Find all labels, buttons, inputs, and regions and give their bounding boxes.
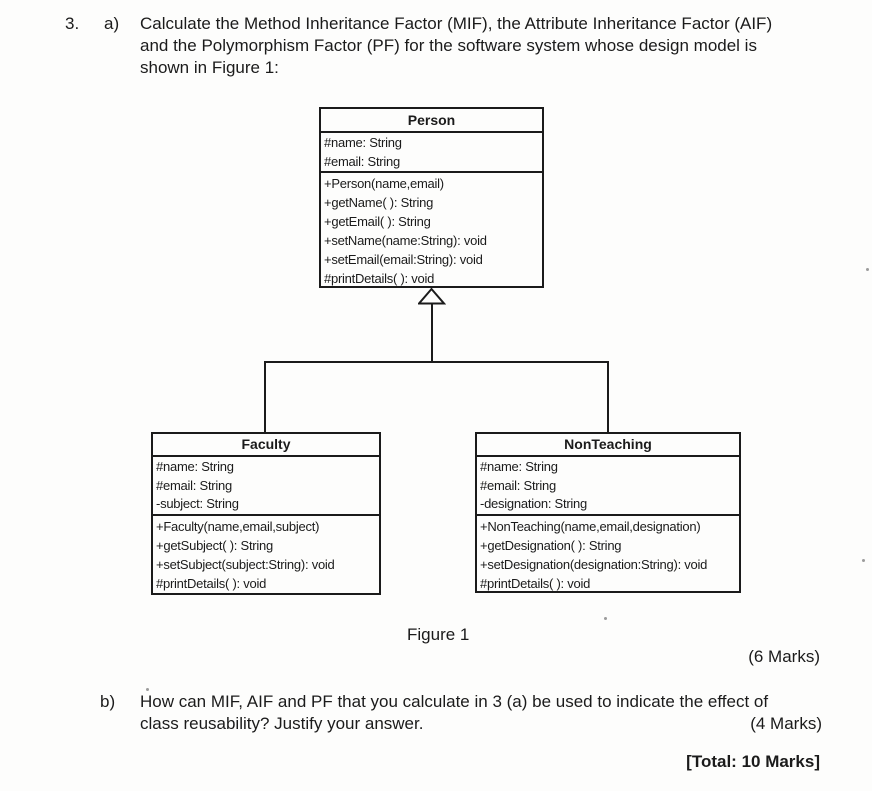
part-a-line: shown in Figure 1: (140, 58, 279, 77)
class-title: Person (321, 109, 542, 133)
class-attribute: #email: String (156, 477, 232, 493)
part-b-marks: (4 Marks) (750, 714, 822, 733)
scan-speck (146, 688, 149, 691)
class-attribute: -subject: String (156, 496, 239, 511)
class-title: Faculty (153, 434, 379, 457)
class-method: +setDesignation(designation:String): voi… (480, 557, 708, 572)
class-attributes: #name: String #email: String -subject: S… (153, 457, 379, 516)
part-a-label: a) (104, 14, 120, 33)
class-method: +setSubject(subject:String): void (156, 557, 335, 572)
inheritance-connector-stem (431, 303, 433, 362)
class-method: #printDetails( ): void (480, 576, 591, 591)
inheritance-connector-right (607, 361, 609, 433)
part-b-label: b) (100, 692, 116, 711)
class-attribute: #name: String (156, 459, 234, 474)
scan-speck (862, 559, 865, 562)
class-title: NonTeaching (477, 434, 739, 457)
class-method: +getEmail( ): String (324, 214, 431, 229)
class-methods: +Person(name,email) +getName( ): String … (321, 173, 542, 286)
part-b-line: class reusability? Justify your answer. (140, 714, 424, 733)
part-b-text: How can MIF, AIF and PF that you calcula… (140, 691, 822, 735)
total-marks: [Total: 10 Marks] (686, 752, 820, 771)
class-attribute: #name: String (480, 459, 558, 474)
inheritance-connector-bar (264, 361, 609, 363)
part-a-marks: (6 Marks) (748, 647, 820, 666)
class-method: +setName(name:String): void (324, 233, 487, 248)
class-method: +Faculty(name,email,subject) (156, 519, 320, 534)
class-method: +getName( ): String (324, 195, 434, 210)
part-b-line: How can MIF, AIF and PF that you calcula… (140, 692, 769, 711)
class-method: #printDetails( ): void (324, 271, 435, 286)
class-attribute: -designation: String (480, 496, 588, 511)
inheritance-connector-left (264, 361, 266, 433)
class-method: #printDetails( ): void (156, 576, 267, 591)
figure-caption: Figure 1 (407, 625, 470, 644)
scan-speck (604, 617, 607, 620)
class-methods: +NonTeaching(name,email,designation) +ge… (477, 516, 739, 591)
class-method: +NonTeaching(name,email,designation) (480, 519, 701, 534)
part-a-line: and the Polymorphism Factor (PF) for the… (140, 36, 757, 55)
part-a-text: Calculate the Method Inheritance Factor … (140, 13, 772, 79)
class-method: +getSubject( ): String (156, 538, 273, 553)
class-attributes: #name: String #email: String (321, 133, 542, 173)
part-a-line: Calculate the Method Inheritance Factor … (140, 14, 773, 33)
class-attribute: #email: String (480, 477, 556, 493)
uml-class-faculty: Faculty #name: String #email: String -su… (151, 432, 381, 595)
class-method: +getDesignation( ): String (480, 538, 622, 553)
scan-speck (866, 268, 869, 271)
class-method: +setEmail(email:String): void (324, 252, 483, 267)
class-attributes: #name: String #email: String -designatio… (477, 457, 739, 516)
class-attribute: #email: String (324, 153, 400, 169)
uml-class-person: Person #name: String #email: String +Per… (319, 107, 544, 288)
class-attribute: #name: String (324, 135, 402, 150)
question-number: 3. (65, 14, 80, 33)
class-methods: +Faculty(name,email,subject) +getSubject… (153, 516, 379, 593)
class-method: +Person(name,email) (324, 176, 444, 191)
uml-class-nonteaching: NonTeaching #name: String #email: String… (475, 432, 741, 593)
